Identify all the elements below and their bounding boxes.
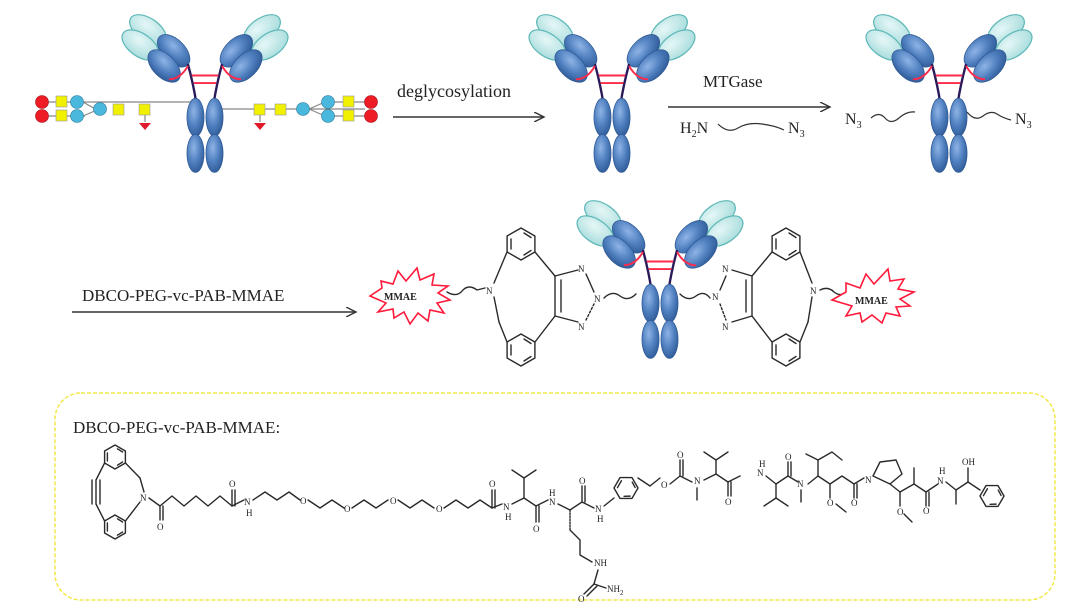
svg-text:O: O xyxy=(897,507,904,517)
svg-text:O: O xyxy=(390,496,397,506)
svg-text:N: N xyxy=(578,322,585,332)
svg-text:O: O xyxy=(229,479,236,489)
svg-text:N: N xyxy=(722,322,729,332)
svg-text:N: N xyxy=(694,476,701,486)
svg-text:N: N xyxy=(244,497,251,507)
svg-text:N: N xyxy=(486,286,493,296)
svg-text:N: N xyxy=(712,292,719,302)
svg-text:O: O xyxy=(578,594,585,604)
svg-text:N: N xyxy=(503,502,510,512)
payload-burst-icon xyxy=(829,267,917,325)
svg-text:N: N xyxy=(595,504,602,514)
antibody-icon xyxy=(522,7,702,174)
svg-text:O: O xyxy=(851,498,858,508)
conjugated-antibody xyxy=(570,193,750,360)
dbco-reagent-label: DBCO-PEG-vc-PAB-MMAE xyxy=(82,286,284,305)
svg-text:O: O xyxy=(157,522,164,532)
azide-left-label: N3 xyxy=(845,111,862,131)
glycan-right xyxy=(215,95,378,130)
antibody-icon xyxy=(115,7,295,174)
structure-box-title: DBCO-PEG-vc-PAB-MMAE: xyxy=(73,418,280,437)
payload-burst-icon xyxy=(368,266,453,326)
antibody-icon xyxy=(859,7,1039,174)
svg-text:N: N xyxy=(937,476,944,486)
svg-text:O: O xyxy=(725,497,732,507)
svg-text:NH: NH xyxy=(594,558,607,568)
svg-text:OH: OH xyxy=(962,457,975,467)
svg-text:O: O xyxy=(923,506,930,516)
svg-text:N: N xyxy=(578,264,585,274)
svg-text:O: O xyxy=(300,496,307,506)
svg-text:N: N xyxy=(757,468,764,478)
svg-text:N: N xyxy=(810,286,817,296)
svg-text:N3: N3 xyxy=(788,120,805,140)
svg-text:H: H xyxy=(939,466,946,476)
click-step: DBCO-PEG-vc-PAB-MMAE xyxy=(72,286,356,312)
deglycosylation-label: deglycosylation xyxy=(397,81,511,101)
svg-text:O: O xyxy=(677,450,684,460)
svg-text:H: H xyxy=(759,459,766,469)
glycosylated-antibody xyxy=(35,7,378,174)
svg-text:O: O xyxy=(344,504,351,514)
svg-text:O: O xyxy=(827,498,834,508)
svg-text:H: H xyxy=(246,508,253,518)
mtgase-label: MTGase xyxy=(703,72,762,91)
deglycosylated-antibody xyxy=(522,7,702,174)
mmae-payload-left: MMAE xyxy=(368,266,453,326)
glycan-left xyxy=(35,95,195,130)
mmae-payload-right: MMAE xyxy=(829,267,917,325)
svg-text:N: N xyxy=(140,493,147,503)
svg-text:O: O xyxy=(489,479,496,489)
svg-text:N: N xyxy=(797,479,804,489)
svg-text:O: O xyxy=(436,504,443,514)
svg-text:N: N xyxy=(865,475,872,485)
dbco-peg-vc-pab-mmae-structure: N O O N H O O O O O N H xyxy=(91,444,1008,604)
deglycosylation-step: deglycosylation xyxy=(393,81,544,117)
svg-text:O: O xyxy=(661,480,668,490)
svg-text:H: H xyxy=(505,512,512,522)
svg-text:H: H xyxy=(549,488,556,498)
azide-antibody: N3 N3 xyxy=(845,7,1039,174)
svg-text:MMAE: MMAE xyxy=(855,296,888,307)
amine-azide-linker: H2N N3 xyxy=(680,120,805,140)
svg-text:O: O xyxy=(785,452,792,462)
antibody-icon xyxy=(570,193,750,360)
structure-box xyxy=(54,392,1056,601)
svg-text:N: N xyxy=(722,264,729,274)
dbco-triazole-right: N N N N xyxy=(679,227,849,367)
dbco-triazole-left: N N N N xyxy=(486,227,637,367)
linker-left xyxy=(446,286,486,296)
svg-text:O: O xyxy=(533,524,540,534)
azide-right-label: N3 xyxy=(1015,111,1032,131)
svg-text:H2N: H2N xyxy=(680,120,709,140)
mtgase-step: MTGase H2N N3 xyxy=(668,72,830,140)
svg-text:N: N xyxy=(549,497,556,507)
svg-text:O: O xyxy=(579,476,586,486)
svg-text:N: N xyxy=(594,294,601,304)
svg-text:MMAE: MMAE xyxy=(384,292,417,303)
svg-text:H: H xyxy=(597,514,604,524)
svg-text:NH2: NH2 xyxy=(607,584,624,597)
